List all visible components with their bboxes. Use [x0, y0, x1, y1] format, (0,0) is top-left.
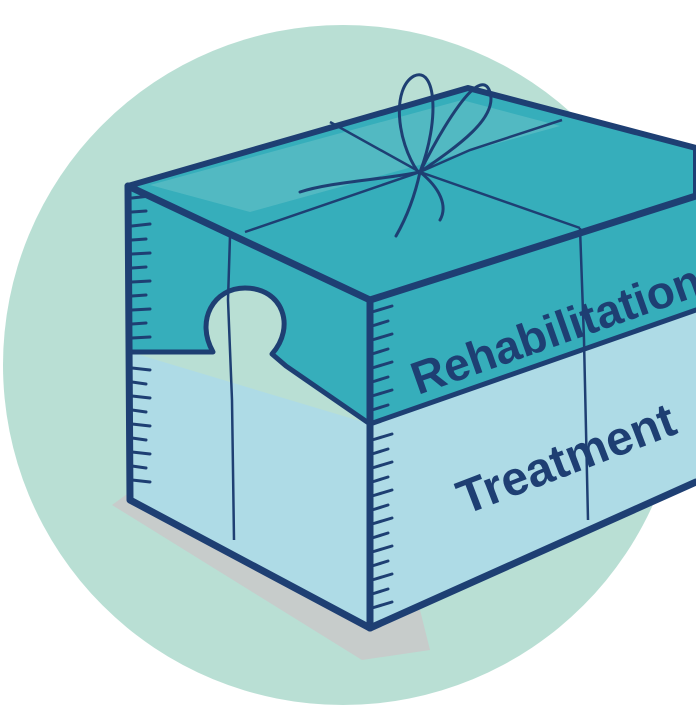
bow [298, 73, 493, 238]
ruler-ticks-left-lower [130, 366, 152, 484]
box-outline [124, 182, 696, 632]
top-face-highlight [150, 100, 560, 212]
ribbon-left-vertical [226, 235, 236, 541]
box-left-face-upper [130, 185, 370, 424]
ribbon-front-vertical [578, 227, 590, 521]
ruler-ticks-front-edge [370, 304, 394, 610]
puzzle-seam [127, 285, 373, 427]
tier-divider [367, 307, 696, 427]
ribbon-top-cross-a [244, 118, 563, 234]
box-left-face-lower [130, 352, 370, 628]
ruler-ticks-left-upper [130, 194, 152, 340]
box-front-face-lower [370, 310, 696, 628]
box-front-face-upper [370, 196, 696, 424]
